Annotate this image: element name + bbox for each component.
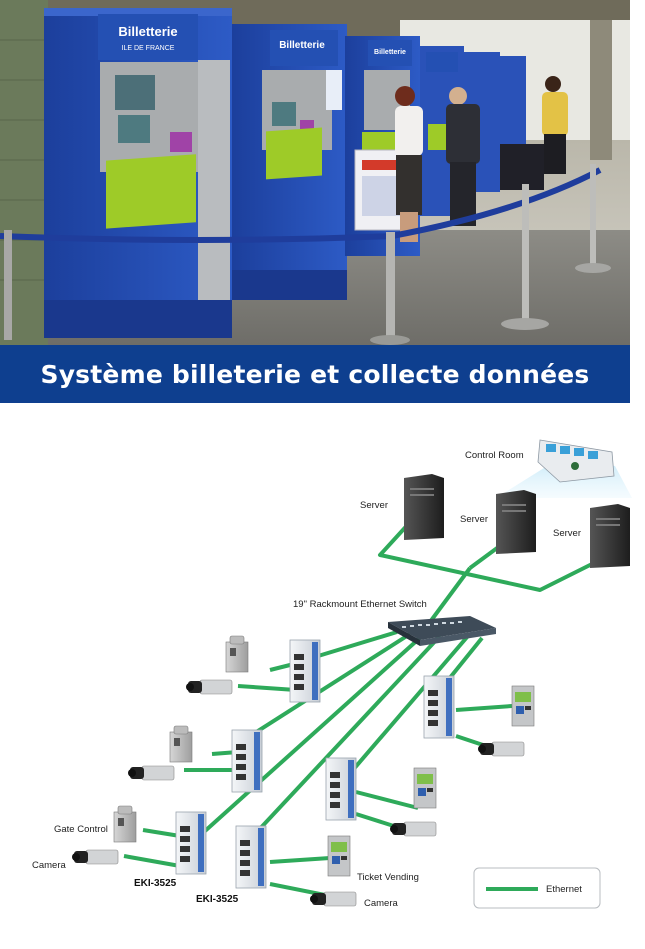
server-1 <box>404 474 444 540</box>
server-2 <box>496 490 536 554</box>
kiosk-subsign: ILE DE FRANCE <box>122 45 175 52</box>
label-ticket-vending: Ticket Vending <box>357 872 419 883</box>
camera-1 <box>185 679 233 695</box>
label-eki-2: EKI-3525 <box>196 894 239 905</box>
camera-4 <box>309 891 357 907</box>
ticket-vending-2 <box>413 767 437 809</box>
legend-ethernet-label: Ethernet <box>546 884 582 895</box>
svg-text:Billetterie: Billetterie <box>279 40 325 51</box>
rackmount-switch <box>388 616 496 646</box>
network-diagram: Control Room Server Server Server <box>0 403 645 944</box>
kiosk-1: Billetterie ILE DE FRANCE <box>44 8 232 338</box>
label-eki-1: EKI-3525 <box>134 878 177 889</box>
eki-switch-5 <box>325 757 357 821</box>
eki-switch-6 <box>423 675 455 739</box>
camera-3 <box>71 849 119 865</box>
eki-switch-1 <box>289 639 321 703</box>
camera-5 <box>389 821 437 837</box>
man-figure <box>446 87 480 226</box>
camera-2 <box>127 765 175 781</box>
title-banner: Système billeterie et collecte données <box>0 345 630 403</box>
label-server-3: Server <box>553 528 581 539</box>
gate-control-2 <box>169 725 193 763</box>
camera-6 <box>477 741 525 757</box>
traveller-figure <box>542 76 568 174</box>
kiosk-2: Billetterie <box>232 24 347 300</box>
label-server-2: Server <box>460 514 488 525</box>
gate-control-3 <box>113 805 137 843</box>
eki-switch-3 <box>175 811 207 875</box>
label-server-1: Server <box>360 500 388 511</box>
server-3 <box>590 504 630 568</box>
label-gate-control: Gate Control <box>54 824 108 835</box>
ticket-vending-3 <box>511 685 535 727</box>
ticket-vending-1 <box>327 835 351 877</box>
gate-control-1 <box>225 635 249 673</box>
svg-text:Billetterie: Billetterie <box>374 49 406 56</box>
label-control-room: Control Room <box>465 450 524 461</box>
ticket-machines-photo: Billetterie ILE DE FRANCE Billetterie <box>0 0 630 345</box>
legend: Ethernet <box>473 867 601 909</box>
label-camera-bottom: Camera <box>364 898 399 909</box>
queue-barrier <box>0 164 611 345</box>
control-room <box>496 439 632 498</box>
label-switch: 19" Rackmount Ethernet Switch <box>293 599 427 610</box>
label-camera-left: Camera <box>32 860 67 871</box>
eki-switch-4 <box>235 825 267 889</box>
eki-switch-2 <box>231 729 263 793</box>
banner-title: Système billeterie et collecte données <box>40 359 590 389</box>
suitcase <box>500 144 544 190</box>
kiosk-sign: Billetterie <box>118 24 177 39</box>
